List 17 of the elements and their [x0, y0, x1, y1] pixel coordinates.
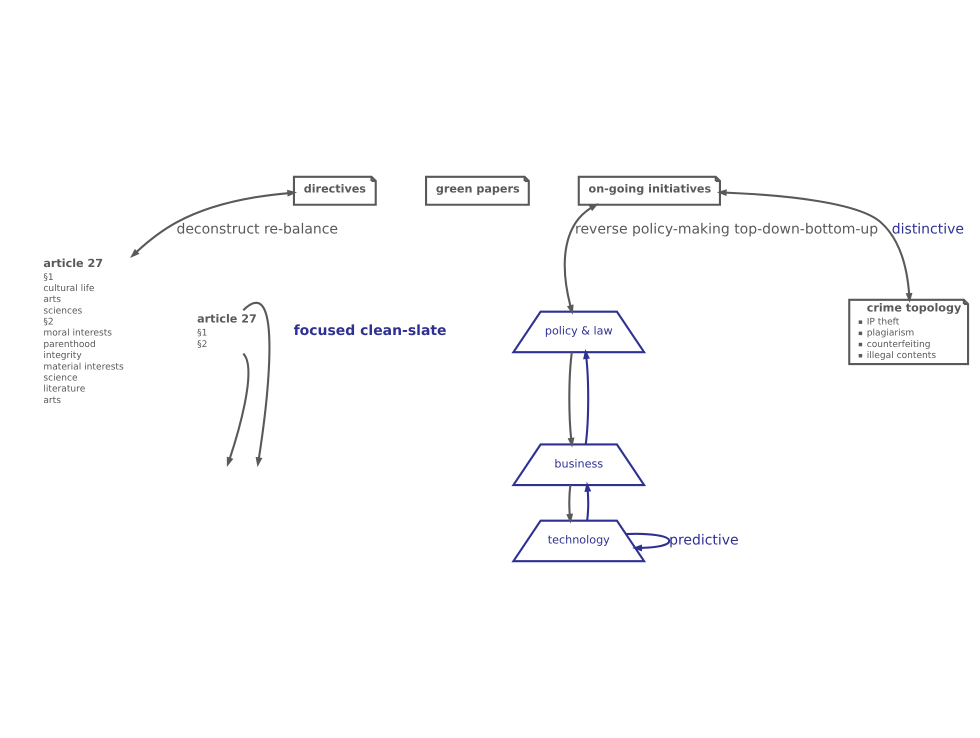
arrow: [716, 189, 912, 303]
edge-label: deconstruct re-balance: [176, 221, 338, 238]
node-text: article 27 §1 cultural life arts sciences §2 moral interests parenthood integrity material interests science literature arts: [43, 256, 124, 406]
arrow: [226, 353, 250, 467]
arrow: [626, 532, 670, 552]
arrow: [568, 352, 574, 448]
edge-label: distinctive: [892, 221, 964, 238]
arrow: [566, 484, 574, 524]
arrow: [242, 302, 270, 468]
arrow: [583, 349, 590, 445]
label: focused clean-slate: [294, 322, 447, 339]
arrow: [130, 190, 298, 258]
node-text: article 27 §1 §2: [197, 312, 257, 350]
arrow: [564, 203, 599, 315]
edge-label: predictive: [669, 532, 739, 548]
edge-label: reverse policy-making top-down-bottom-up: [575, 221, 878, 238]
arrow: [584, 482, 592, 521]
